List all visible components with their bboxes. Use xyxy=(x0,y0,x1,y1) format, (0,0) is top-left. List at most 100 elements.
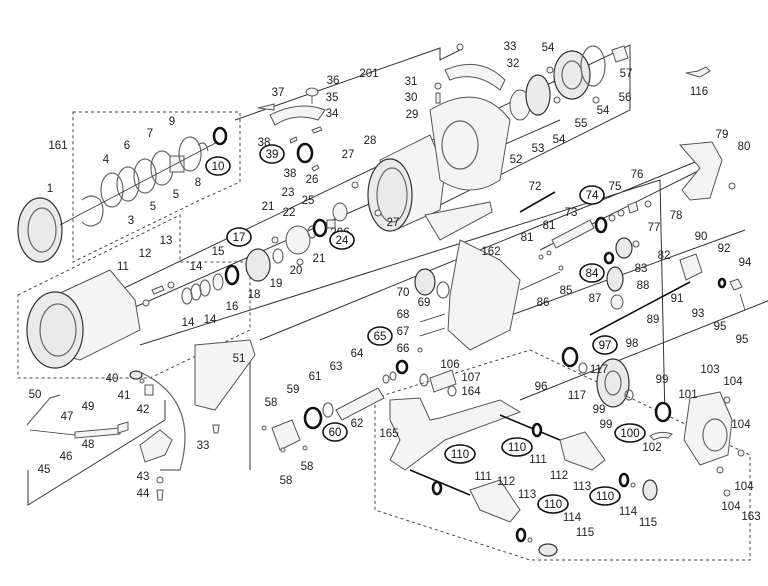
callout-55: 55 xyxy=(575,118,588,130)
circled-callout-84: 84 xyxy=(579,263,605,283)
callout-oval xyxy=(367,326,393,346)
part-gear-87 xyxy=(610,294,624,310)
part-cap-115b xyxy=(642,479,658,501)
part-plate-59 xyxy=(271,419,301,451)
circled-callout-110: 110 xyxy=(589,486,621,506)
part-gear-88 xyxy=(606,266,624,292)
part-clip xyxy=(81,195,104,227)
circled-callout-110: 110 xyxy=(444,444,476,464)
callout-33: 33 xyxy=(504,41,517,53)
callout-number: 110 xyxy=(508,442,526,454)
callout-27: 27 xyxy=(387,217,400,229)
callout-61: 61 xyxy=(309,371,322,383)
part-bearing-17 xyxy=(224,264,240,286)
callout-oval xyxy=(579,263,605,283)
callout-79: 79 xyxy=(716,129,729,141)
callout-29: 29 xyxy=(406,109,419,121)
circled-callout-10: 10 xyxy=(205,156,231,176)
callout-111: 111 xyxy=(474,471,491,483)
part-bearing-97 xyxy=(561,346,579,368)
part-cap-115a xyxy=(538,543,558,557)
group-161-lower-box xyxy=(17,214,251,379)
callout-8: 8 xyxy=(195,177,201,189)
part-worm-73 xyxy=(551,219,595,249)
callout-20: 20 xyxy=(290,265,303,277)
group-label-161: 161 xyxy=(48,140,67,152)
part-main-shaft-89 xyxy=(589,281,691,336)
callout-70: 70 xyxy=(397,287,410,299)
callout-63: 63 xyxy=(330,361,343,373)
callout-9: 9 xyxy=(169,116,175,128)
callout-number: 65 xyxy=(374,331,387,343)
callout-58: 58 xyxy=(301,461,314,473)
callout-3: 3 xyxy=(128,215,134,227)
callout-1: 1 xyxy=(47,183,53,195)
callout-69: 69 xyxy=(418,297,431,309)
part-shaft-72 xyxy=(519,191,556,213)
callout-32: 32 xyxy=(507,58,520,70)
callout-116: 116 xyxy=(690,86,708,98)
callout-oval xyxy=(329,230,355,250)
callout-11: 11 xyxy=(117,261,129,273)
callout-33: 33 xyxy=(197,440,210,452)
circled-callout-110: 110 xyxy=(537,494,569,514)
part-116 xyxy=(685,66,711,78)
callout-number: 39 xyxy=(266,149,279,161)
callout-68: 68 xyxy=(397,309,410,321)
callout-15: 15 xyxy=(212,246,225,258)
callout-66: 66 xyxy=(397,343,410,355)
callout-54: 54 xyxy=(597,105,610,117)
callout-34: 34 xyxy=(326,108,339,120)
part-spool xyxy=(26,269,141,369)
circled-callout-65: 65 xyxy=(367,326,393,346)
part-knob-shaft-111b xyxy=(499,414,561,441)
part-55 xyxy=(553,50,591,100)
callout-38: 38 xyxy=(284,168,297,180)
callout-64: 64 xyxy=(351,348,364,360)
callout-78: 78 xyxy=(670,210,683,222)
callout-117: 117 xyxy=(590,364,608,376)
callout-90: 90 xyxy=(695,231,708,243)
part-drive-gear-98 xyxy=(596,358,630,408)
callout-99: 99 xyxy=(593,404,606,416)
callout-25: 25 xyxy=(302,195,315,207)
part-pinion-gear-19 xyxy=(245,248,271,282)
circled-callout-97: 97 xyxy=(592,335,618,355)
callout-99: 99 xyxy=(600,419,613,431)
part-knob-112b xyxy=(559,431,606,471)
rotor-frame xyxy=(27,400,166,506)
callout-59: 59 xyxy=(287,384,300,396)
callout-49: 49 xyxy=(82,401,95,413)
callout-14: 14 xyxy=(190,261,203,273)
callout-81: 81 xyxy=(521,232,534,244)
part-line-roller-39 xyxy=(296,142,314,164)
callout-number: 17 xyxy=(233,232,246,244)
callout-201: 201 xyxy=(359,68,378,80)
callout-93: 93 xyxy=(692,308,705,320)
callout-47: 47 xyxy=(61,411,74,423)
callout-14: 14 xyxy=(204,314,217,326)
callout-50: 50 xyxy=(29,389,42,401)
callout-number: 24 xyxy=(336,235,349,247)
callout-58: 58 xyxy=(280,475,293,487)
callout-oval xyxy=(537,494,569,514)
part-handle-arm-165 xyxy=(389,397,522,471)
callout-31: 31 xyxy=(405,76,418,88)
callout-oval xyxy=(259,144,285,164)
callout-number: 110 xyxy=(596,491,614,503)
part-53 xyxy=(525,74,551,116)
callout-115: 115 xyxy=(576,527,594,539)
callout-81: 81 xyxy=(543,220,556,232)
callout-76: 76 xyxy=(631,169,644,181)
callout-23: 23 xyxy=(282,187,295,199)
callout-75: 75 xyxy=(609,181,622,193)
part-rotor xyxy=(429,96,511,191)
part-bearing-65 xyxy=(395,359,409,375)
group-161-box xyxy=(72,111,241,263)
callout-oval xyxy=(444,444,476,464)
callout-oval xyxy=(614,423,646,443)
callout-5: 5 xyxy=(173,189,179,201)
callout-number: 10 xyxy=(212,161,225,173)
part-bail-35 xyxy=(269,105,326,126)
callout-101: 101 xyxy=(678,389,697,401)
